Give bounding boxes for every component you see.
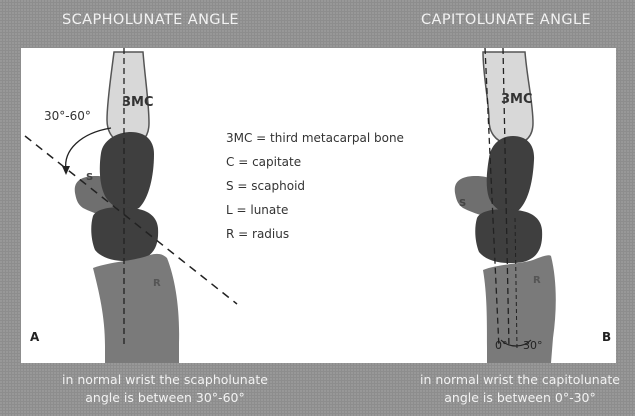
capitolunate-angle-title: CAPITOLUNATE ANGLE (421, 12, 591, 28)
scapholunate-caption-line-2: angle is between 30°-60° (52, 389, 278, 407)
legend-item-scaphoid: S = scaphoid (226, 174, 404, 198)
legend-item-radius: R = radius (226, 222, 404, 246)
capitolunate-angle-high: 30° (523, 339, 543, 352)
scapholunate-angle-title: SCAPHOLUNATE ANGLE (62, 12, 239, 28)
legend-item-3mc: 3MC = third metacarpal bone (226, 126, 404, 150)
scapholunate-caption: in normal wrist the scapholunate angle i… (52, 371, 278, 407)
radius-bone-b (483, 255, 556, 363)
scapholunate-caption-line-1: in normal wrist the scapholunate (52, 371, 278, 389)
radius-label-b: R (533, 275, 541, 286)
lunate-bone-b (475, 209, 542, 263)
wrist-b: 3MC S R 0° 30° (455, 48, 556, 363)
third-metacarpal-label-b: 3MC (501, 92, 533, 107)
panel-label-a: A (30, 330, 39, 344)
wrist-a: 3MC S R 30°-60° (25, 48, 237, 363)
capitolunate-caption-line-2: angle is between 0°-30° (406, 389, 634, 407)
capitate-bone-b (487, 136, 534, 213)
scaphoid-label-a: S (86, 172, 93, 183)
radius-bone-a (93, 254, 179, 363)
panel-label-b: B (602, 330, 611, 344)
abbreviation-legend: 3MC = third metacarpal bone C = capitate… (226, 126, 404, 246)
scaphoid-label-b: S (459, 198, 466, 209)
legend-item-capitate: C = capitate (226, 150, 404, 174)
capitolunate-angle-low: 0° (495, 339, 508, 352)
scapholunate-angle-value: 30°-60° (44, 109, 91, 123)
capitolunate-caption-line-1: in normal wrist the capitolunate (406, 371, 634, 389)
diagram-panel: 3MC S R 30°-60° 3MC S R 0° 30° 3MC = thi… (21, 48, 616, 363)
capitolunate-caption: in normal wrist the capitolunate angle i… (406, 371, 634, 407)
radius-label-a: R (153, 278, 161, 289)
legend-item-lunate: L = lunate (226, 198, 404, 222)
angle-arrow-a (62, 166, 70, 175)
third-metacarpal-label-a: 3MC (122, 95, 154, 110)
capitate-bone-a (100, 132, 154, 211)
